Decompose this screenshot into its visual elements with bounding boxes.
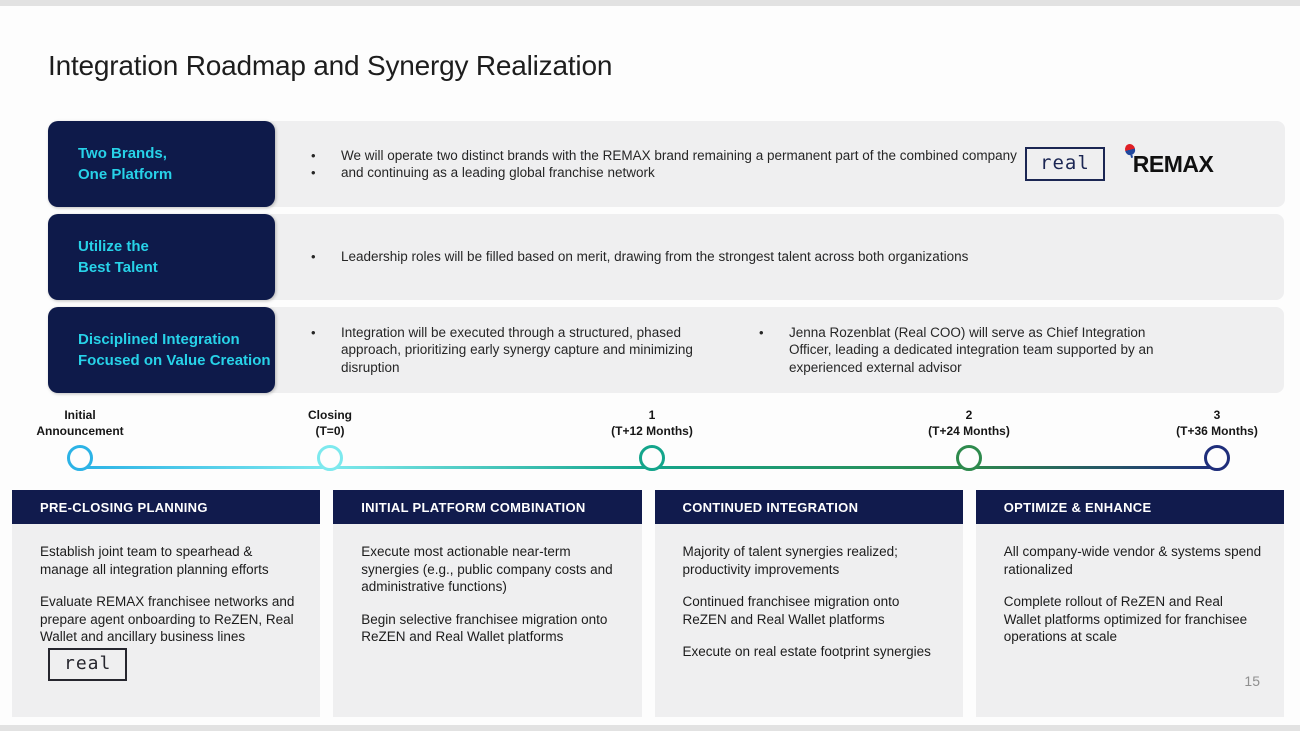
milestone-t-plus-36: 3 (T+36 Months) — [1132, 408, 1300, 471]
phase-item: Evaluate REMAX franchisee networks and p… — [40, 594, 295, 644]
milestone-closing: Closing (T=0) — [245, 408, 415, 471]
milestone-marker — [639, 445, 665, 471]
phase-continued-integration: CONTINUED INTEGRATION Majority of talent… — [654, 490, 963, 717]
milestone-label-line: 3 — [1213, 408, 1221, 422]
phase-item: Begin selective franchisee migration ont… — [361, 611, 608, 645]
bullet-item: We will operate two distinct brands with… — [305, 147, 1025, 165]
milestone-label-line: (T=0) — [315, 423, 345, 438]
page-title: Integration Roadmap and Synergy Realizat… — [48, 50, 613, 81]
page-number: 15 — [1244, 673, 1260, 689]
milestone-marker — [1204, 445, 1230, 471]
real-logo: real — [1025, 147, 1105, 181]
principle-label-disciplined-integration: Disciplined Integration Focused on Value… — [48, 307, 275, 393]
principle-label-line: Utilize the — [78, 238, 149, 255]
phase-header: PRE-CLOSING PLANNING — [12, 490, 321, 524]
bullet-item: Jenna Rozenblat (Real COO) will serve as… — [753, 324, 1183, 377]
phase-body: All company-wide vendor & systems spend … — [975, 524, 1284, 717]
milestone-t-plus-12: 1 (T+12 Months) — [567, 408, 737, 471]
bullet-item: and continuing as a leading global franc… — [305, 164, 1025, 182]
milestone-marker — [67, 445, 93, 471]
phase-optimize-enhance: OPTIMIZE & ENHANCE All company-wide vend… — [975, 490, 1284, 717]
phases-section: PRE-CLOSING PLANNING Establish joint tea… — [12, 490, 1284, 717]
phase-item: Continued franchisee migration onto ReZE… — [682, 594, 900, 627]
phase-header: INITIAL PLATFORM COMBINATION — [333, 490, 642, 524]
bullet-list: We will operate two distinct brands with… — [305, 147, 1025, 182]
principle-panel-two-brands: We will operate two distinct brands with… — [265, 121, 1286, 207]
principle-label-line: Disciplined Integration — [78, 331, 240, 348]
bullet-list-right: Jenna Rozenblat (Real COO) will serve as… — [753, 324, 1183, 377]
remax-logo: REMAX — [1123, 142, 1214, 178]
phase-item: Majority of talent synergies realized; p… — [682, 544, 898, 577]
principle-label-line: Two Brands, — [78, 145, 167, 162]
principle-label-line: One Platform — [78, 166, 173, 183]
bullet-item: Integration will be executed through a s… — [305, 324, 705, 377]
bullet-list-left: Integration will be executed through a s… — [305, 324, 705, 377]
phase-pre-closing-planning: PRE-CLOSING PLANNING Establish joint tea… — [12, 490, 321, 717]
milestone-label-line: Closing — [308, 408, 352, 422]
milestone-label: 3 (T+36 Months) — [1132, 408, 1300, 439]
phase-item: All company-wide vendor & systems spend … — [1003, 544, 1262, 577]
slide-bottom-edge — [0, 725, 1300, 731]
remax-wordmark: REMAX — [1132, 150, 1214, 177]
milestone-label-line: (T+36 Months) — [1176, 423, 1258, 438]
milestone-label-line: Initial — [64, 408, 96, 422]
principle-panel-best-talent: Leadership roles will be filled based on… — [265, 214, 1284, 300]
milestone-label: Initial Announcement — [0, 408, 165, 439]
milestone-label: 2 (T+24 Months) — [884, 408, 1054, 439]
milestone-initial-announcement: Initial Announcement — [0, 408, 165, 471]
bullet-list: Leadership roles will be filled based on… — [305, 248, 1025, 266]
milestone-marker — [317, 445, 343, 471]
timeline: Initial Announcement Closing (T=0) 1 (T+… — [0, 408, 1300, 488]
principle-panel-disciplined-integration: Integration will be executed through a s… — [265, 307, 1284, 393]
principle-row-two-brands: Two Brands, One Platform We will operate… — [48, 121, 1286, 207]
brand-logos: real REMAX — [1025, 142, 1285, 181]
milestone-label-line: Announcement — [36, 423, 124, 438]
milestone-label-line: 1 — [648, 408, 656, 422]
phase-initial-platform-combination: INITIAL PLATFORM COMBINATION Execute mos… — [333, 490, 642, 717]
phase-item: Execute most actionable near-term synerg… — [361, 544, 613, 594]
milestone-label-line: (T+24 Months) — [928, 423, 1010, 438]
milestone-label: Closing (T=0) — [245, 408, 415, 439]
principle-label-two-brands: Two Brands, One Platform — [48, 121, 275, 207]
phase-item: Establish joint team to spearhead & mana… — [40, 544, 269, 577]
milestone-label-line: (T+12 Months) — [611, 423, 693, 438]
milestone-label-line: 2 — [965, 408, 973, 422]
phase-body: Majority of talent synergies realized; p… — [654, 524, 963, 717]
phase-item: Complete rollout of ReZEN and Real Walle… — [1003, 594, 1248, 644]
phase-item: Execute on real estate footprint synergi… — [682, 644, 931, 659]
phase-body: Execute most actionable near-term synerg… — [333, 524, 642, 717]
bullet-item: Leadership roles will be filled based on… — [305, 248, 1025, 266]
principle-row-disciplined-integration: Disciplined Integration Focused on Value… — [48, 307, 1284, 393]
principles-section: Two Brands, One Platform We will operate… — [48, 121, 1286, 400]
phase-header: OPTIMIZE & ENHANCE — [975, 490, 1284, 524]
milestone-label: 1 (T+12 Months) — [567, 408, 737, 439]
slide-top-edge — [0, 0, 1300, 6]
real-logo: real — [48, 648, 128, 681]
principle-label-best-talent: Utilize the Best Talent — [48, 214, 275, 300]
principle-row-best-talent: Utilize the Best Talent Leadership roles… — [48, 214, 1284, 300]
milestone-marker — [956, 445, 982, 471]
phase-body: Establish joint team to spearhead & mana… — [12, 524, 321, 717]
principle-label-line: Best Talent — [78, 259, 158, 276]
phase-header: CONTINUED INTEGRATION — [654, 490, 963, 524]
milestone-t-plus-24: 2 (T+24 Months) — [884, 408, 1054, 471]
principle-label-line: Focused on Value Creation — [78, 352, 271, 369]
